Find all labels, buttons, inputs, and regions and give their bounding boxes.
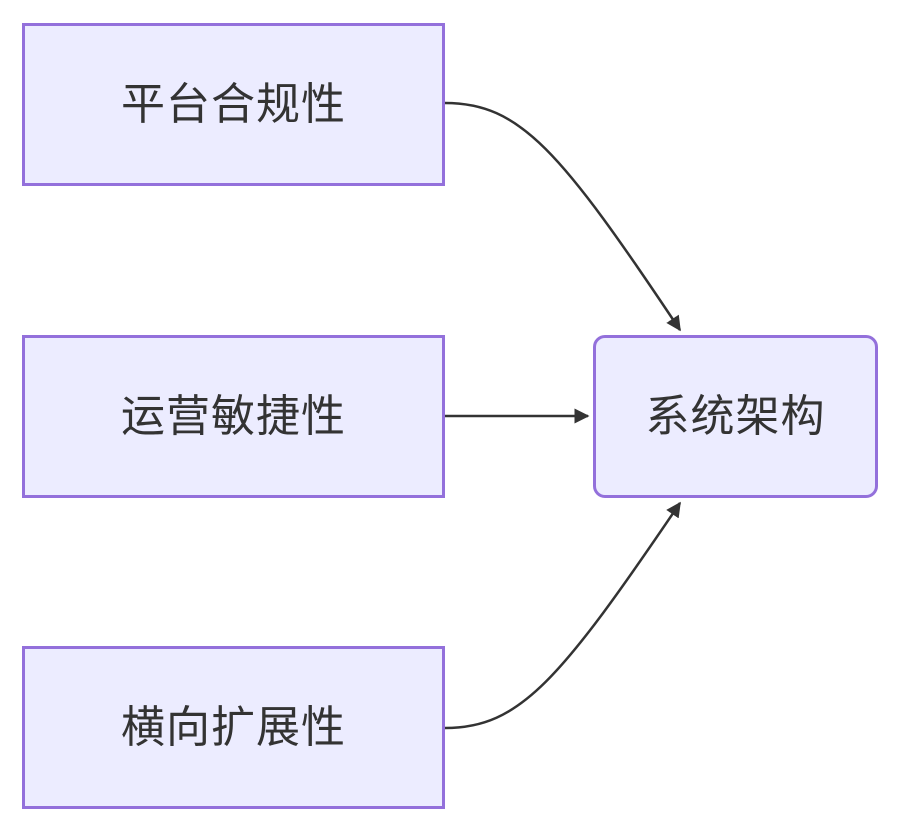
node-system-architecture: 系统架构 [593, 335, 878, 498]
node-label: 横向扩展性 [121, 701, 346, 753]
edge-scale-to-architecture [444, 501, 682, 730]
edge-compliance-to-architecture [444, 101, 682, 332]
node-horizontal-scalability: 横向扩展性 [22, 646, 445, 809]
node-label: 运营敏捷性 [121, 390, 346, 442]
node-platform-compliance: 平台合规性 [22, 23, 445, 186]
node-label: 系统架构 [645, 390, 826, 442]
node-operational-agility: 运营敏捷性 [22, 335, 445, 498]
node-label: 平台合规性 [121, 78, 346, 130]
